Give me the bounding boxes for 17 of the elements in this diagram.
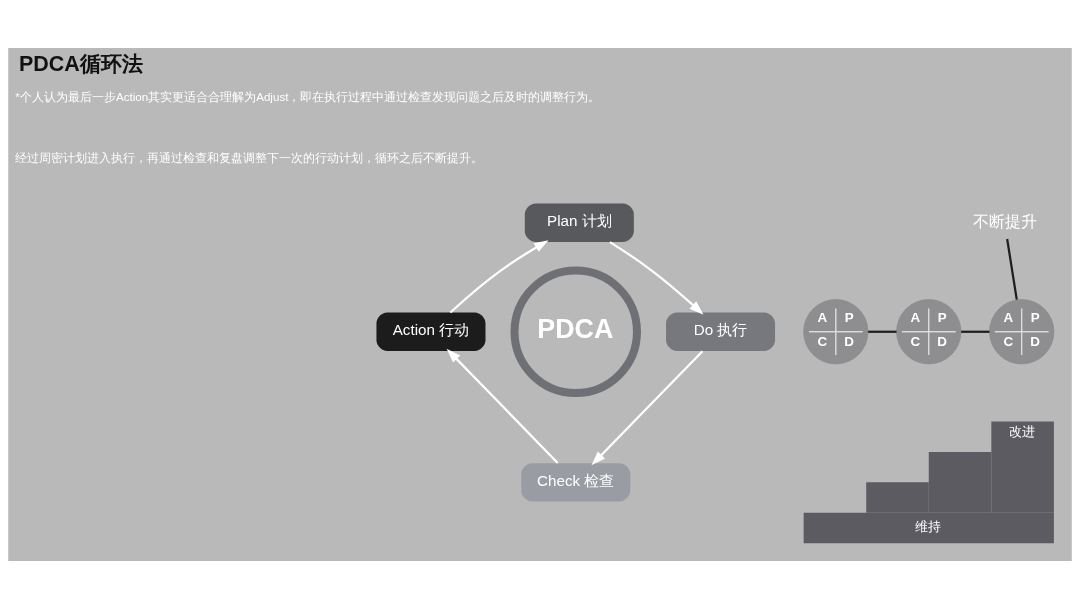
node-box: Action 行动	[376, 312, 486, 351]
arrow	[609, 240, 704, 315]
node-text: 不断提升	[972, 211, 1037, 230]
diagram-title: PDCA循环法	[18, 51, 143, 76]
node-box: Check 检查	[521, 462, 631, 502]
connector	[868, 330, 897, 333]
node-circle: A P C D	[803, 298, 869, 364]
arrow	[446, 348, 559, 464]
node-circle: PDCA	[510, 266, 641, 397]
arrow	[591, 349, 704, 465]
node-circle: A P C D	[896, 298, 962, 364]
connector	[961, 330, 990, 333]
arrow	[449, 239, 549, 313]
node-circle: A P C D	[989, 298, 1055, 364]
node-box: Do 执行	[666, 312, 776, 351]
connector	[1006, 238, 1018, 300]
node-box: Plan 计划	[524, 203, 634, 242]
